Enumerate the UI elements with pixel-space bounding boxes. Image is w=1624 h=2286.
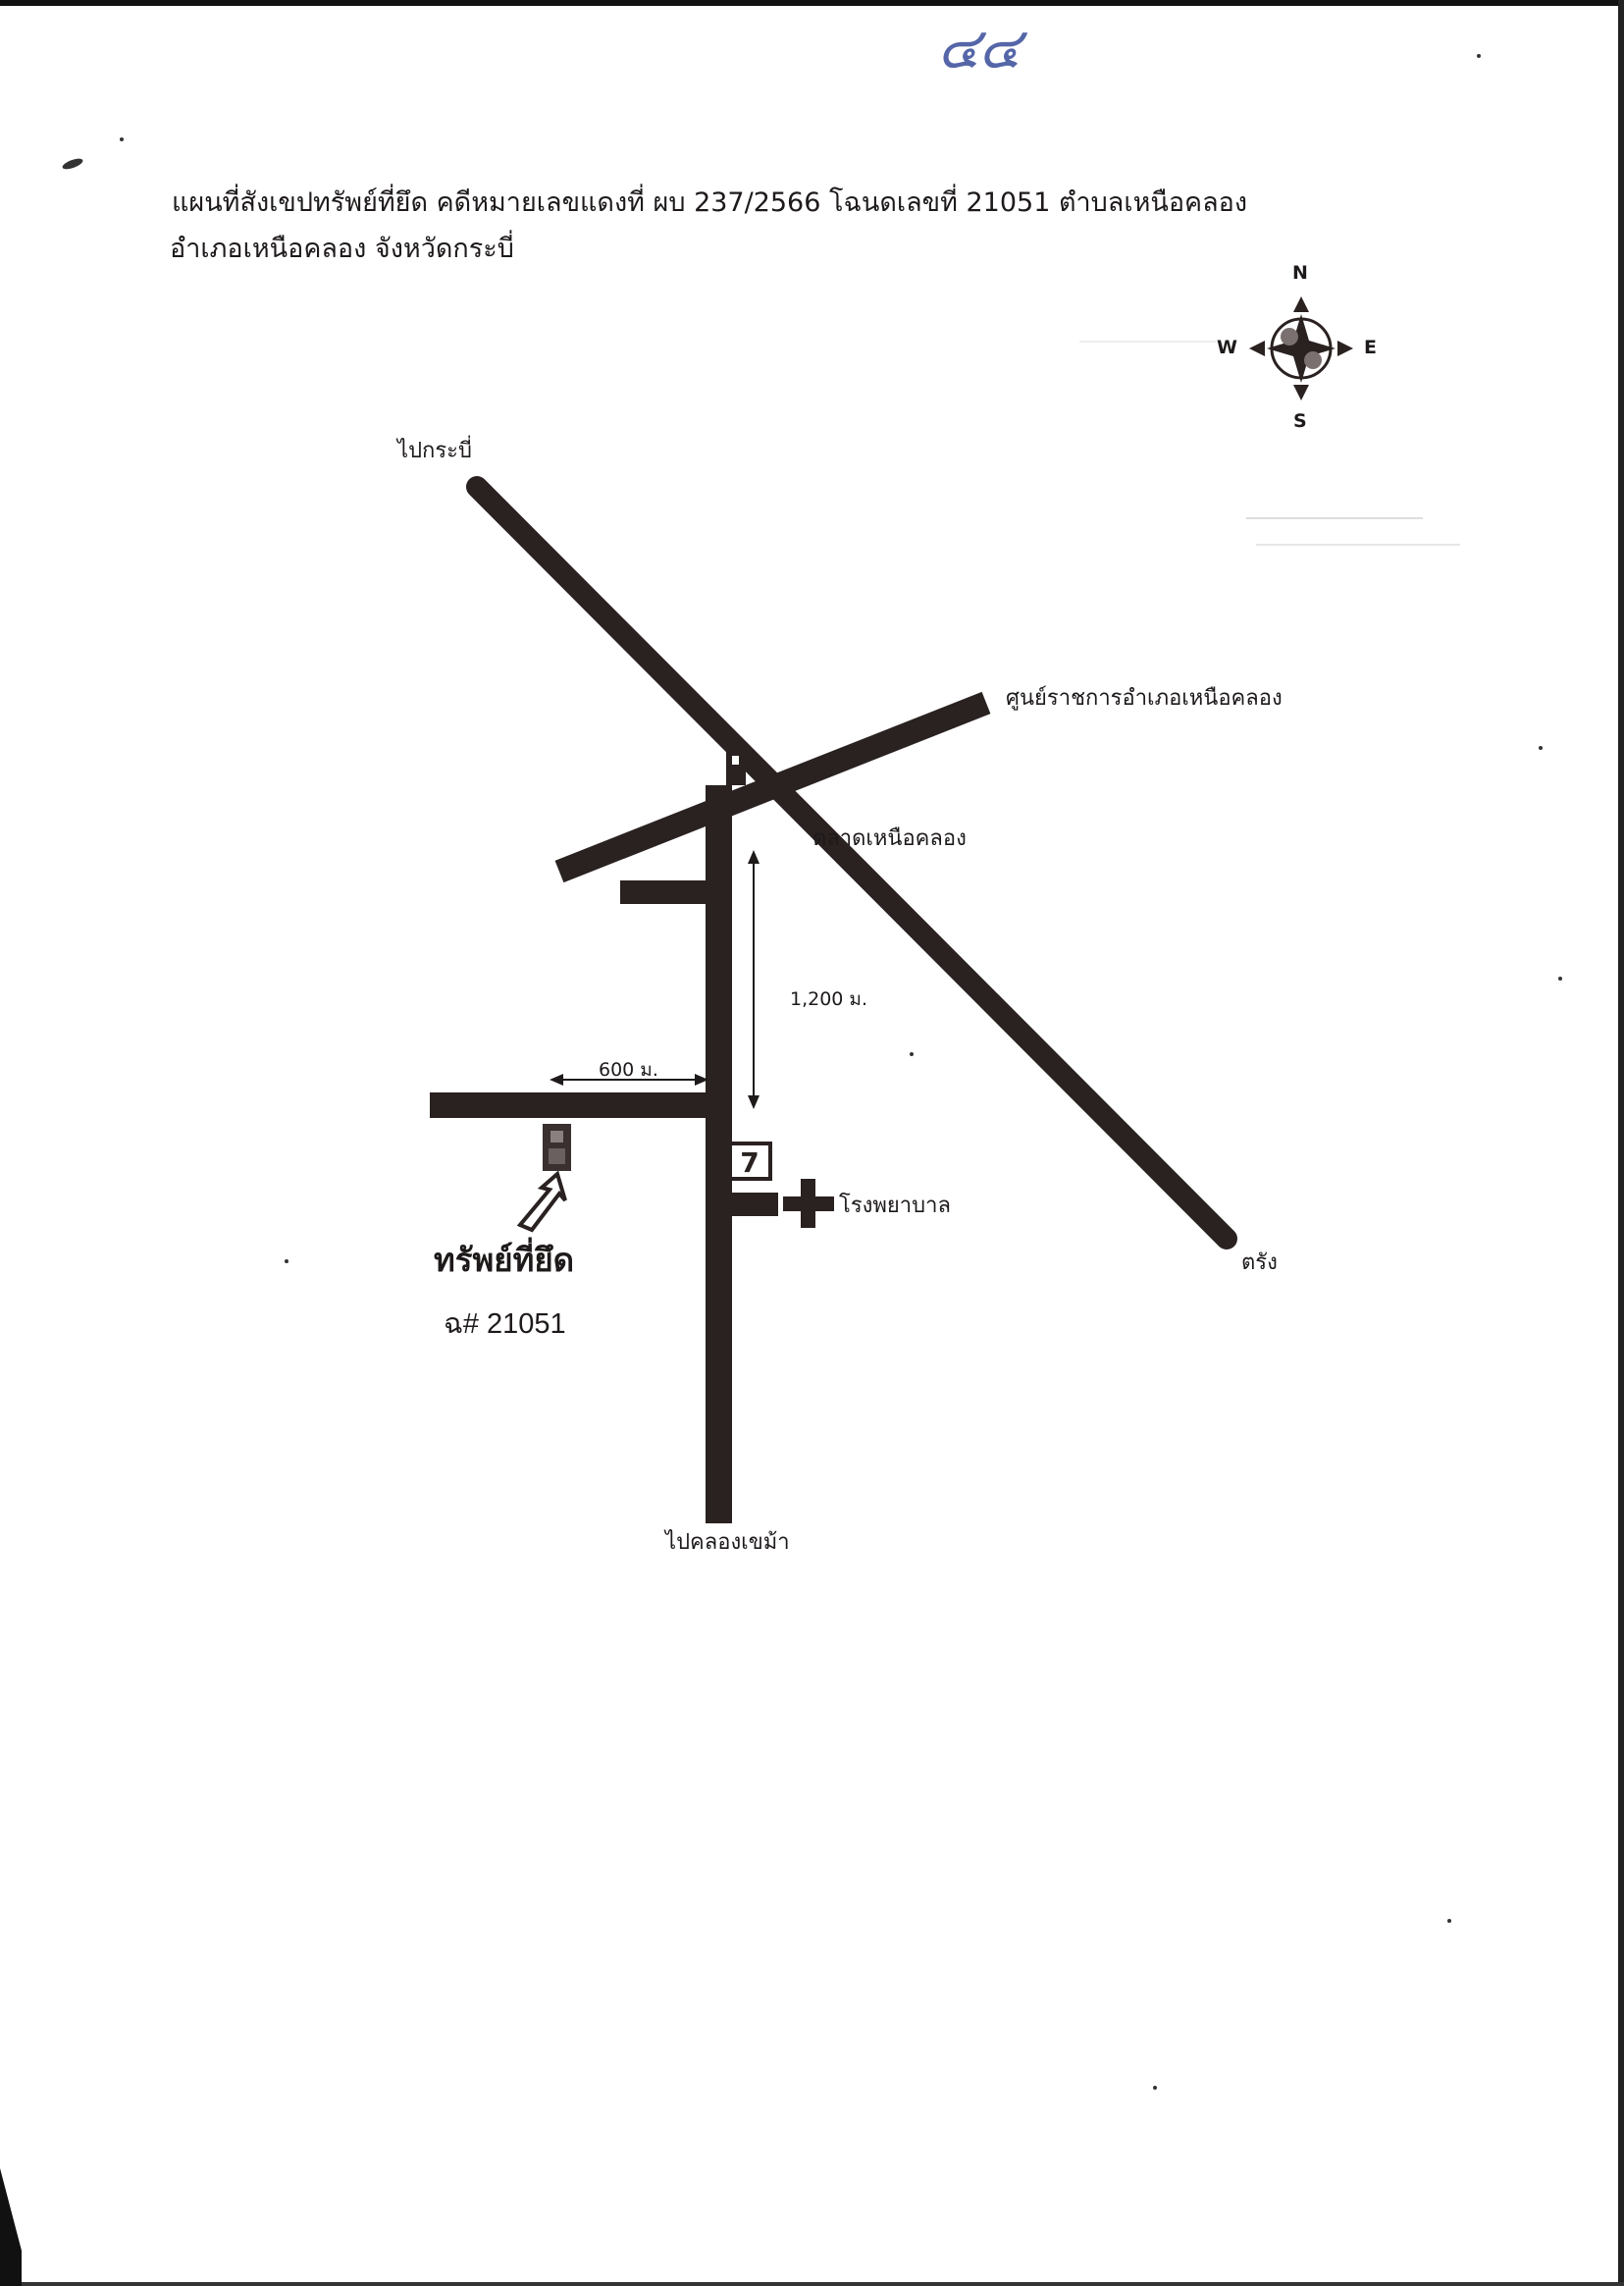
road-side-asset — [430, 1092, 714, 1118]
convenience-store-logo: 7 — [740, 1146, 759, 1179]
asset-arrow — [516, 1170, 567, 1233]
scan-edge-bottom — [0, 2282, 1624, 2286]
document-title: แผนที่สังเขปทรัพย์ที่ยึด คดีหมายเลขแดงที… — [170, 180, 1477, 272]
title-line-2: อำเภอเหนือคลอง จังหวัดกระบี่ — [170, 234, 514, 264]
convenience-store-box — [728, 1142, 772, 1181]
label-distance-1200: 1,200 ม. — [790, 988, 867, 1010]
road-district-office — [554, 691, 991, 883]
road-main-vertical — [706, 785, 732, 1523]
hospital-cross-v — [801, 1179, 815, 1228]
scan-speck — [120, 137, 124, 141]
scan-speck — [1558, 977, 1562, 981]
label-district-office: ศูนย์ราชการอำเภอเหนือคลอง — [1006, 686, 1283, 711]
compass-rose — [1249, 296, 1353, 400]
scan-speck — [1539, 746, 1543, 750]
road-side-hospital — [722, 1193, 778, 1216]
compass-south-label: S — [1293, 410, 1307, 432]
asset-deed-number: ฉ# 21051 — [444, 1308, 566, 1340]
scan-edge-right — [1618, 0, 1624, 2286]
label-hospital: โรงพยาบาล — [839, 1194, 951, 1218]
label-to-khlong-khanan: ไปคลองเขม้า — [665, 1530, 790, 1555]
title-line-1: แผนที่สังเขปทรัพย์ที่ยึด คดีหมายเลขแดงที… — [172, 187, 1248, 218]
scan-speck — [910, 1052, 914, 1056]
scan-speck — [1477, 54, 1481, 58]
road-side-upper — [620, 880, 714, 904]
scan-speck — [285, 1259, 288, 1263]
compass-east-label: E — [1364, 337, 1377, 358]
scan-speck — [1153, 2086, 1157, 2090]
compass-west-label: W — [1217, 337, 1237, 358]
scan-edge-top — [0, 0, 1624, 6]
label-to-krabi: ไปกระบี่ — [397, 439, 472, 463]
road-krabi-trang — [466, 476, 1237, 1249]
compass-north-label: N — [1292, 262, 1308, 284]
label-market: ตลาดเหนือคลอง — [812, 826, 967, 851]
handwritten-page-number: ๔๔ — [937, 15, 1022, 81]
scan-speck — [1447, 1919, 1451, 1923]
asset-title: ทรัพย์ที่ยึด — [434, 1241, 575, 1279]
label-to-trang: ตรัง — [1241, 1250, 1278, 1275]
label-distance-600: 600 ม. — [599, 1059, 658, 1081]
